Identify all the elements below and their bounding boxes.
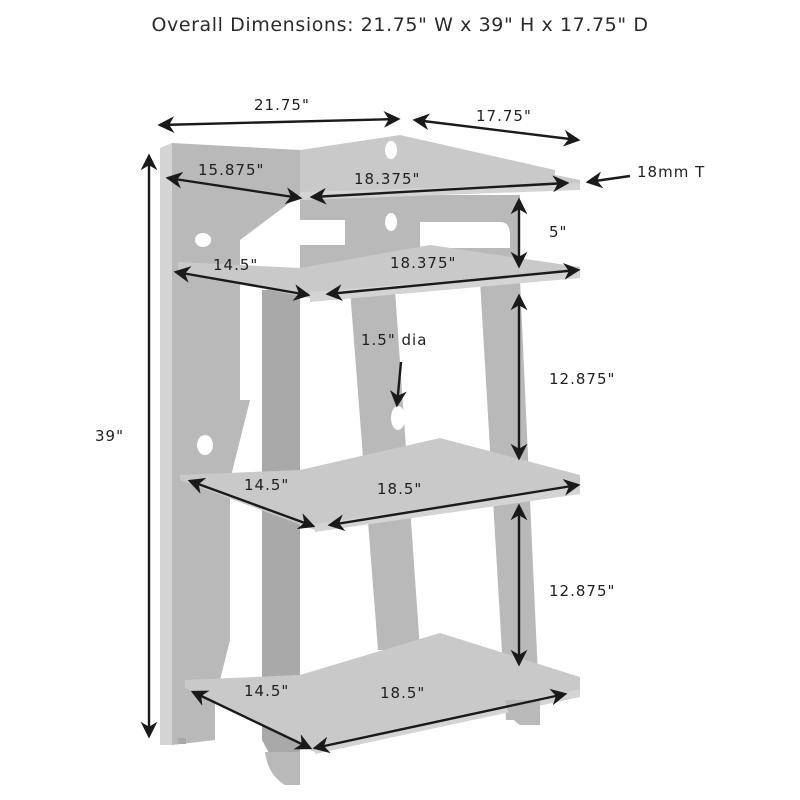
overall-height-label: 39" (95, 427, 124, 445)
upper-rear-cable-hole (385, 213, 397, 231)
overall-width-label: 21.75" (254, 96, 310, 114)
left-side-panel-edge (160, 143, 172, 745)
thickness-label: 18mm T (637, 163, 705, 181)
third-shelf-width-arrow (327, 478, 581, 532)
side-panel-cable-hole-upper (195, 233, 211, 247)
overall-width-arrow (157, 110, 401, 134)
backboard-cable-hole (385, 141, 397, 159)
upper-rear-panel-cutout-left (300, 220, 345, 245)
dimension-lines (140, 110, 631, 754)
second-shelf-width-arrow (325, 263, 581, 301)
second-shelf-width-label: 18.375" (390, 254, 456, 272)
dimension-labels: 21.75" 17.75" 39" 15.875" 18.375" 18mm T… (95, 96, 705, 702)
bottom-shelf-width-label: 18.5" (380, 684, 425, 702)
bottom-shelf-depth-label: 14.5" (244, 682, 289, 700)
top-gap-label: 5" (549, 223, 567, 241)
hole-diameter-pointer-arrow (389, 361, 407, 408)
front-left-leg (262, 290, 300, 770)
top-backboard (300, 135, 555, 185)
bottom-shelf-width-arrow (312, 688, 568, 754)
upper-rear-panel-cutout-right (420, 222, 510, 248)
thickness-pointer-arrow (585, 171, 631, 189)
overall-depth-arrow (412, 113, 581, 147)
front-foot (265, 752, 300, 785)
lower-gap-label: 12.875" (549, 582, 615, 600)
overall-depth-label: 17.75" (476, 107, 532, 125)
third-shelf-depth-arrow (187, 478, 316, 529)
top-shelf-width-arrow (309, 175, 570, 205)
top-shelf-width-label: 18.375" (354, 170, 420, 188)
third-shelf-depth-label: 14.5" (244, 476, 289, 494)
top-shelf-depth-label: 15.875" (198, 161, 264, 179)
top-shelf-depth-arrow (165, 171, 303, 205)
side-panel-cable-hole-lower (197, 435, 213, 455)
overall-dimensions-title: Overall Dimensions: 21.75" W x 39" H x 1… (151, 14, 649, 36)
bottom-shelf-depth-arrow (190, 690, 313, 750)
rear-leg-cable-hole (391, 406, 405, 430)
upper-gap-label: 12.875" (549, 370, 615, 388)
shelving-unit (160, 135, 580, 785)
third-shelf-width-label: 18.5" (377, 480, 422, 498)
left-foot-pad (178, 738, 186, 744)
second-shelf-depth-arrow (173, 266, 311, 301)
hole-diameter-label: 1.5" dia (361, 331, 427, 349)
second-shelf-depth-label: 14.5" (213, 256, 258, 274)
